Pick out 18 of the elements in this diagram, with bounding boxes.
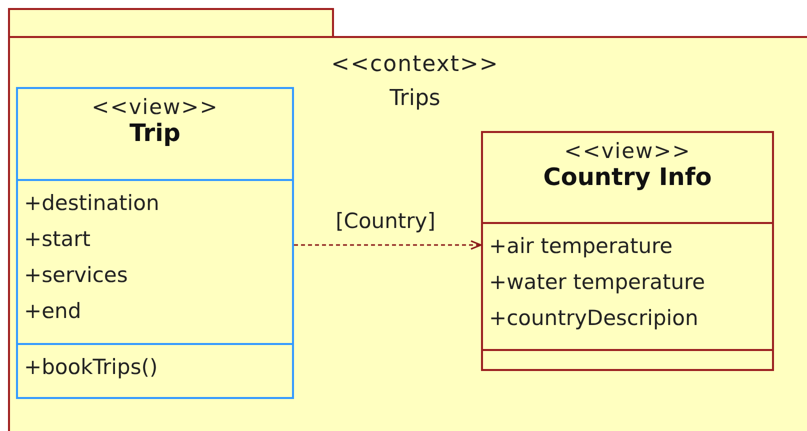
stereotype-label: <<view>> <box>92 95 218 119</box>
package-frame <box>8 8 807 431</box>
attribute-text: +end <box>24 298 82 325</box>
attribute-text: +start <box>24 226 91 253</box>
stereotype-label: <<view>> <box>564 139 691 163</box>
dependency-arrow <box>294 240 482 250</box>
operation-text: +bookTrips() <box>24 354 158 381</box>
class-box <box>481 131 774 371</box>
class-box <box>16 87 294 399</box>
attribute-text: +services <box>24 262 128 289</box>
attribute-text: +countryDescripion <box>489 305 698 332</box>
attribute-text: +destination <box>24 190 160 217</box>
package-name: Trips <box>390 86 440 111</box>
class-name: Country Info <box>543 163 712 191</box>
stereotype-label: <<context>> <box>331 52 499 77</box>
attribute-text: +water temperature <box>489 269 706 296</box>
attribute-text: +air temperature <box>489 233 673 260</box>
class-name: Trip <box>130 119 180 147</box>
